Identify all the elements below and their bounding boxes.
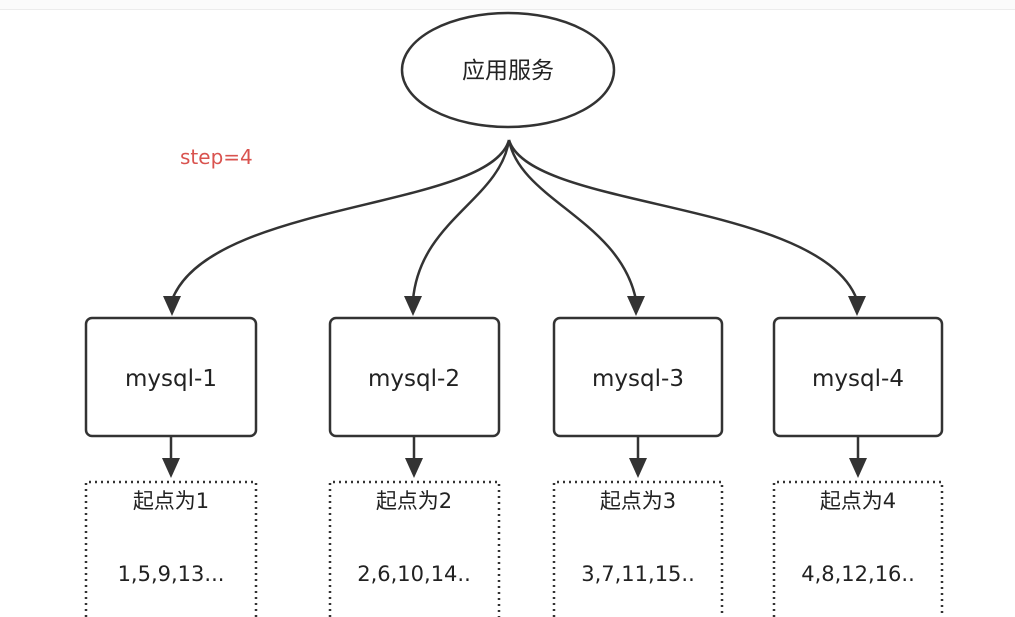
start-label-1: 起点为1 — [133, 489, 209, 513]
arrowhead-mysql-1 — [163, 296, 181, 316]
arrowhead-seq-2 — [405, 458, 423, 478]
sequence-values-1: 1,5,9,13... — [118, 562, 225, 586]
arrowhead-mysql-4 — [848, 296, 866, 316]
edge-root-to-mysql-3 — [507, 139, 638, 301]
sequence-values-3: 3,7,11,15.. — [581, 562, 695, 586]
arrowhead-seq-3 — [629, 458, 647, 478]
step-annotation: step=4 — [180, 145, 253, 169]
arrowhead-seq-4 — [849, 458, 867, 478]
edge-root-to-mysql-4 — [507, 139, 859, 301]
mysql-2-node: mysql-2 — [328, 316, 501, 438]
sequence-box-2: 起点为2 2,6,10,14.. — [328, 480, 501, 617]
edge-root-to-mysql-1 — [170, 139, 511, 301]
mysql-3-node: mysql-3 — [552, 316, 724, 438]
mysql-4-node: mysql-4 — [772, 316, 944, 438]
mysql-1-label: mysql-1 — [125, 366, 217, 392]
sequence-box-3: 起点为3 3,7,11,15.. — [552, 480, 724, 617]
sequence-values-4: 4,8,12,16.. — [801, 562, 915, 586]
arrowhead-mysql-3 — [627, 296, 645, 316]
mysql-2-label: mysql-2 — [368, 366, 460, 392]
sequence-values-2: 2,6,10,14.. — [357, 562, 471, 586]
start-label-4: 起点为4 — [820, 489, 896, 513]
mysql-1-node: mysql-1 — [84, 316, 258, 438]
root-node-label: 应用服务 — [462, 58, 554, 84]
mysql-4-label: mysql-4 — [812, 366, 904, 392]
start-label-3: 起点为3 — [600, 489, 676, 513]
sequence-box-1: 起点为1 1,5,9,13... — [84, 480, 258, 617]
top-divider — [0, 0, 1015, 10]
root-node: 应用服务 — [400, 11, 616, 129]
edge-root-to-mysql-2 — [411, 139, 511, 301]
arrowhead-mysql-2 — [404, 296, 422, 316]
mysql-3-label: mysql-3 — [592, 366, 684, 392]
start-label-2: 起点为2 — [376, 489, 452, 513]
arrowhead-seq-1 — [162, 458, 180, 478]
sequence-box-4: 起点为4 4,8,12,16.. — [772, 480, 944, 617]
